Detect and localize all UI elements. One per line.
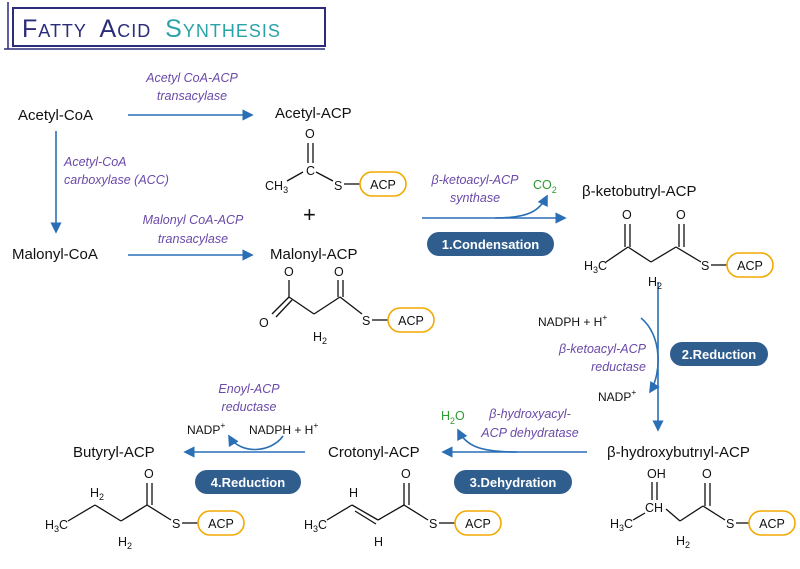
structure-crotonyl-acp: H3C H H O S ACP	[304, 467, 502, 549]
acp-label: ACP	[398, 314, 424, 328]
enzyme-ketoacyl-reductase-line1: β-ketoacyl-ACP	[558, 342, 647, 356]
compound-crotonyl-acp: Crotonyl-ACP	[328, 444, 420, 461]
compound-butyryl-acp: Butyryl-ACP	[73, 444, 155, 461]
enzyme-ketoacyl-synthase-line1: β-ketoacyl-ACP	[430, 173, 519, 187]
svg-text:1.Condensation: 1.Condensation	[442, 237, 540, 252]
byproduct-h2o: H2O	[441, 409, 465, 426]
atom-o: O	[305, 127, 315, 141]
cofactor-nadp-2: NADP+	[187, 420, 225, 437]
compound-malonyl-coa: Malonyl-CoA	[12, 246, 98, 263]
atom-h3c: H3C	[304, 518, 327, 534]
atom-o: O	[401, 467, 411, 481]
atom-oh: OH	[647, 467, 666, 481]
atom-o: O	[334, 265, 344, 279]
atom-s: S	[172, 517, 180, 531]
enzyme-acc-line2: carboxylase (ACC)	[64, 173, 169, 187]
step-condensation: 1.Condensation	[427, 232, 554, 256]
compound-ketobutyryl-acp: β-ketobutryl-ACP	[582, 183, 697, 200]
atom-s: S	[362, 314, 370, 328]
atom-h3c: H3C	[610, 517, 633, 533]
acp-label: ACP	[737, 259, 763, 273]
enzyme-hydroxyacyl-dehydratase-line2: ACP dehydratase	[480, 426, 579, 440]
atom-s: S	[701, 259, 709, 273]
atom-h: H	[349, 486, 358, 500]
plus-sign: +	[303, 202, 316, 227]
structure-malonyl-acp: O O H2 O S ACP	[259, 265, 435, 346]
enzyme-acetyl-transacylase-line1: Acetyl CoA-ACP	[145, 71, 238, 85]
enzyme-hydroxyacyl-dehydratase-line1: β-hydroxyacyl-	[488, 407, 570, 421]
structure-acetyl-acp: O C CH3 S ACP	[265, 127, 407, 197]
compound-hydroxybutyryl-acp: β-hydroxybutrıyl-ACP	[607, 444, 750, 461]
enzyme-malonyl-transacylase-line2: transacylase	[158, 232, 228, 246]
structure-butyryl-acp: H3C H2 H2 O S ACP	[45, 467, 245, 551]
atom-o: O	[259, 316, 269, 330]
atom-o: O	[284, 265, 294, 279]
atom-s: S	[334, 179, 342, 193]
atom-o: O	[622, 208, 632, 222]
enzyme-malonyl-transacylase-line1: Malonyl CoA-ACP	[143, 213, 244, 227]
cofactor-nadph-2: NADPH + H+	[249, 420, 318, 437]
atom-ch2-bottom: H2	[118, 535, 132, 551]
step-reduction-2: 4.Reduction	[195, 470, 301, 494]
atom-ch2: H2	[676, 534, 690, 550]
atom-ch2: H2	[648, 275, 662, 291]
atom-c: C	[306, 164, 315, 178]
compound-acetyl-coa: Acetyl-CoA	[18, 107, 93, 124]
atom-h3c: H3C	[584, 259, 607, 275]
atom-ch2: H2	[313, 330, 327, 346]
byproduct-co2: CO2	[533, 178, 557, 195]
atom-ch3: CH3	[265, 179, 288, 195]
arrow-co2-release	[494, 194, 548, 219]
arrow-h2o-release	[457, 428, 518, 453]
acp-label: ACP	[208, 517, 234, 531]
compound-malonyl-acp: Malonyl-ACP	[270, 246, 358, 263]
title-banner: Fatty Acid Synthesis	[4, 2, 326, 50]
atom-o: O	[702, 467, 712, 481]
enzyme-acetyl-transacylase-line2: transacylase	[157, 89, 227, 103]
structure-ketobutyryl-acp: H3C O H2 O S ACP	[584, 208, 774, 291]
enzyme-ketoacyl-synthase-line2: synthase	[450, 191, 500, 205]
step-reduction-1: 2.Reduction	[670, 342, 768, 366]
enzyme-enoyl-reductase-line1: Enoyl-ACP	[218, 382, 280, 396]
svg-text:3.Dehydration: 3.Dehydration	[470, 475, 557, 490]
atom-s: S	[429, 517, 437, 531]
atom-o: O	[144, 467, 154, 481]
acp-label: ACP	[759, 517, 785, 531]
page-title: Fatty Acid Synthesis	[22, 15, 281, 43]
cofactor-nadp-1: NADP+	[598, 387, 636, 404]
cofactor-nadph-1: NADPH + H+	[538, 312, 607, 329]
atom-h3c: H3C	[45, 518, 68, 534]
svg-text:2.Reduction: 2.Reduction	[682, 347, 756, 362]
atom-s: S	[726, 517, 734, 531]
enzyme-acc-line1: Acetyl-CoA	[63, 155, 127, 169]
arrow-nadph-oxidation-2	[228, 434, 284, 451]
step-dehydration: 3.Dehydration	[454, 470, 572, 494]
atom-o: O	[676, 208, 686, 222]
enzyme-enoyl-reductase-line2: reductase	[222, 400, 277, 414]
compound-acetyl-acp: Acetyl-ACP	[275, 105, 352, 122]
enzyme-ketoacyl-reductase-line2: reductase	[591, 360, 646, 374]
atom-h: H	[374, 535, 383, 549]
arrow-nadph-oxidation-1	[640, 317, 660, 394]
atom-ch: CH	[645, 501, 663, 515]
svg-text:4.Reduction: 4.Reduction	[211, 475, 285, 490]
atom-ch2-top: H2	[90, 486, 104, 502]
acp-label: ACP	[465, 517, 491, 531]
structure-hydroxybutyryl-acp: H3C CH OH H2 O S ACP	[610, 467, 796, 550]
acp-label: ACP	[370, 178, 396, 192]
